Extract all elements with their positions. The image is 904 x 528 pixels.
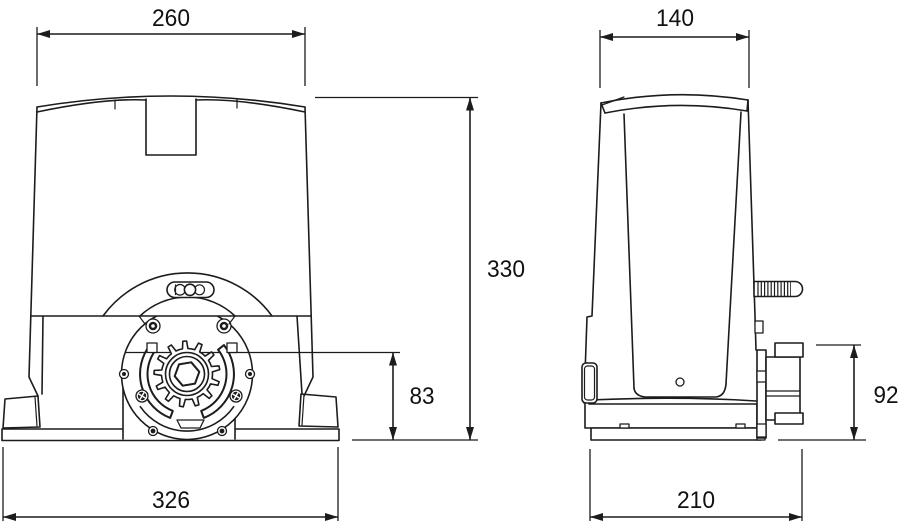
side-cover <box>583 93 757 404</box>
dim-label-83: 83 <box>410 383 435 410</box>
arc-slot-right <box>200 344 235 419</box>
dim-label-140: 140 <box>656 5 694 32</box>
front-left-foot <box>2 395 41 429</box>
drive-hub <box>765 356 801 421</box>
slot-tab-left <box>146 342 158 354</box>
dimension-side-base-depth: 210 <box>589 449 803 521</box>
arrow-right <box>292 30 305 38</box>
side-release-bracket <box>581 362 598 404</box>
flange-inner-arc <box>139 405 235 432</box>
hub-flange-bottom <box>774 412 804 425</box>
phillips-screw-left <box>135 389 149 403</box>
front-cover <box>28 95 314 397</box>
arrow-up <box>850 345 858 358</box>
flange-bottom-tab <box>176 419 205 429</box>
dimension-front-top-width: 260 <box>36 5 306 86</box>
flange-screw-top-right <box>216 318 232 334</box>
base-gasket-lines <box>588 397 757 405</box>
flange-pin-right <box>244 368 256 380</box>
arrow-up <box>389 352 397 366</box>
flange-pin-left <box>118 368 130 380</box>
release-screw <box>753 280 804 298</box>
dim-label-210: 210 <box>677 487 715 514</box>
slot-tab-right <box>226 342 238 354</box>
arc-slot-left <box>139 344 174 419</box>
arrow-down <box>850 427 858 440</box>
dim-label-326: 326 <box>152 487 190 514</box>
plate-chamfers <box>138 315 236 325</box>
release-lock <box>166 281 215 299</box>
drive-unit <box>756 342 804 439</box>
arrow-left <box>590 513 603 521</box>
arrow-left <box>600 33 613 41</box>
arrow-left <box>3 513 16 521</box>
dim-label-92: 92 <box>874 382 899 409</box>
dimension-pinion-height: 83 <box>389 352 435 440</box>
hex-socket <box>173 361 201 387</box>
arrow-down <box>389 427 397 440</box>
dimension-side-top-width: 140 <box>599 5 750 88</box>
dim-label-330: 330 <box>487 256 525 283</box>
front-view <box>1 95 400 442</box>
arrow-up <box>466 97 474 111</box>
side-tab <box>754 320 764 334</box>
dim-label-260: 260 <box>152 5 190 32</box>
hub-flange-top <box>774 342 804 358</box>
dimension-front-base-width: 326 <box>2 447 339 521</box>
front-right-foot <box>298 393 339 428</box>
arrow-right <box>789 513 802 521</box>
side-view <box>581 93 804 441</box>
flange-screw-bottom-right <box>216 425 228 437</box>
dimension-drive-height: 92 <box>778 344 899 441</box>
arrow-right <box>325 513 338 521</box>
drain-hole <box>675 377 685 387</box>
flange-screw-bottom-left <box>147 425 159 437</box>
phillips-screw-right <box>229 389 243 403</box>
arrow-right <box>736 33 749 41</box>
side-panel-bottom <box>633 383 727 398</box>
dimension-overall-height: 330 <box>315 96 525 441</box>
side-base <box>584 377 766 441</box>
side-base-plate <box>590 427 762 441</box>
gear-hub-inner <box>168 355 206 393</box>
cover-notch <box>145 98 197 156</box>
arrow-down <box>466 427 474 440</box>
flange-screw-top-left <box>145 318 161 334</box>
arrow-left <box>37 30 50 38</box>
